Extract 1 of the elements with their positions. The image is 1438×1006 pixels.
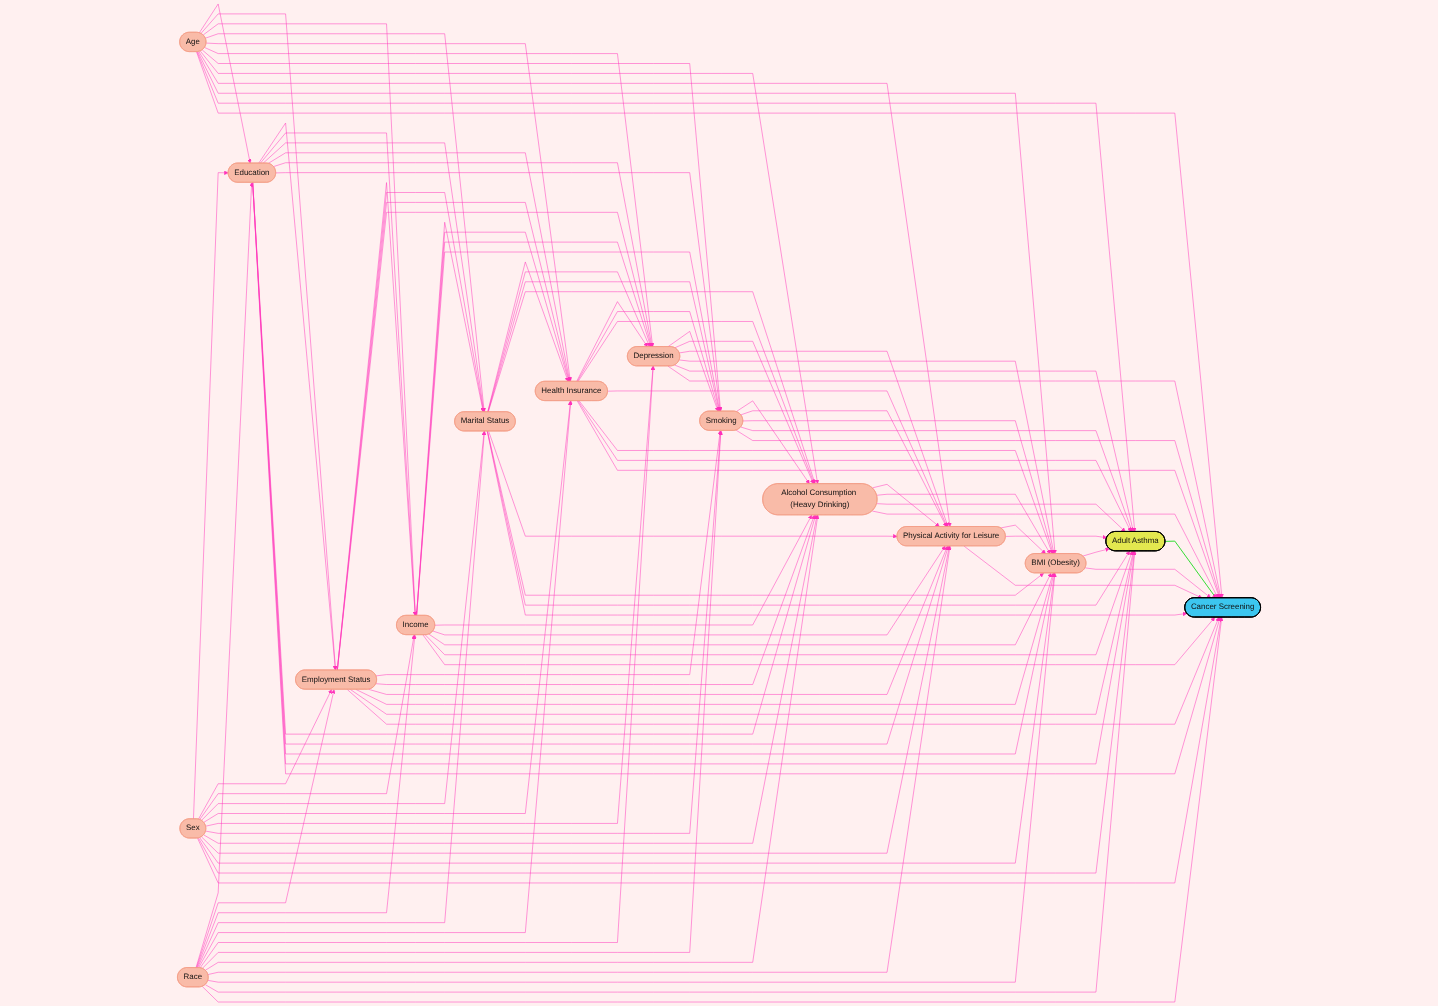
arrow <box>1164 540 1217 599</box>
